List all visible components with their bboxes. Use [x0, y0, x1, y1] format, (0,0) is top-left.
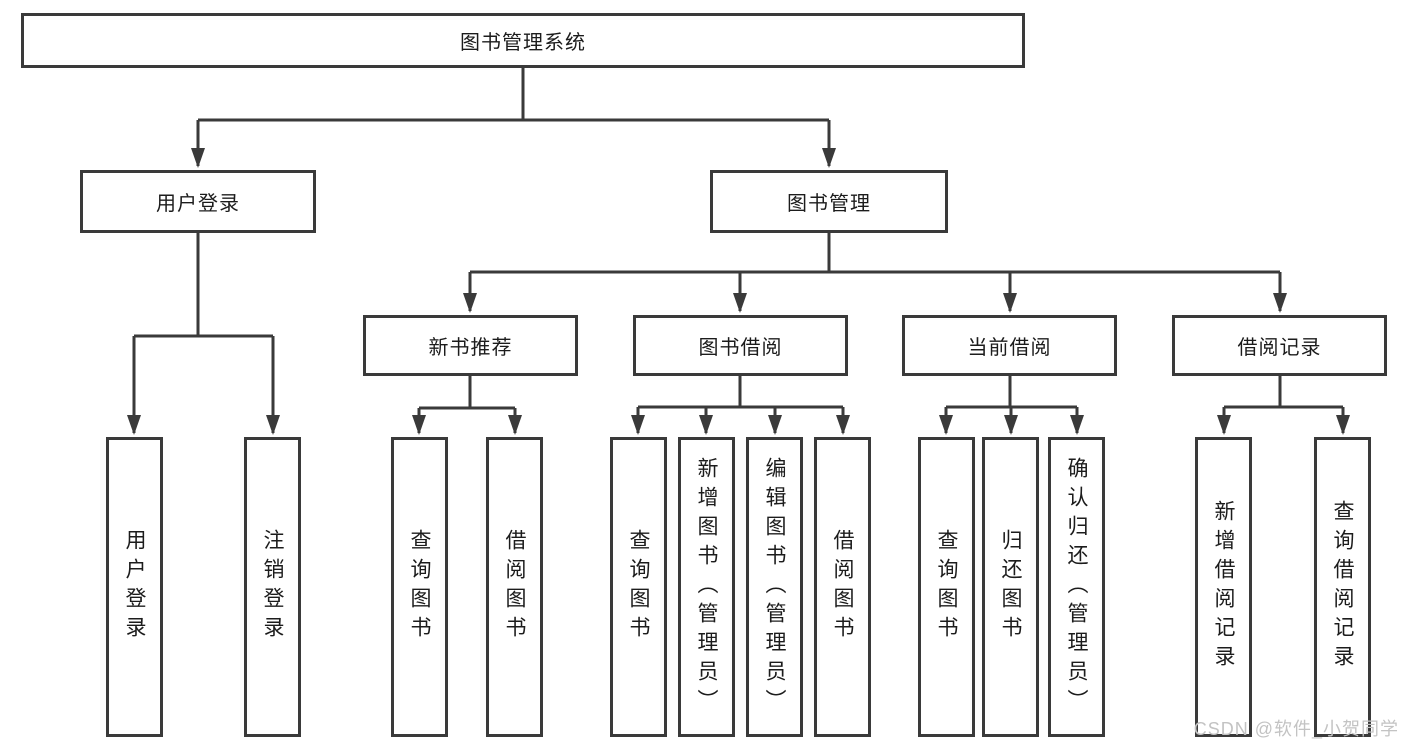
leaf-borrow-books-1: 借阅图书 — [486, 437, 543, 737]
leaf-query-books-3: 查询图书 — [918, 437, 975, 737]
node-book-borrow-label: 图书借阅 — [698, 337, 783, 359]
node-new-book-recommend-label: 新书推荐 — [428, 337, 513, 359]
node-root-label: 图书管理系统 — [460, 32, 586, 54]
leaf-query-borrow-record: 查询借阅记录 — [1314, 437, 1371, 737]
leaf-query-books-1-label: 查询图书 — [408, 529, 431, 645]
leaf-return-books: 归还图书 — [982, 437, 1039, 737]
leaf-query-books-1: 查询图书 — [391, 437, 448, 737]
leaf-edit-books-admin-label: 编辑图书（管理员） — [763, 456, 786, 718]
leaf-logout-label: 注销登录 — [261, 529, 284, 645]
leaf-query-borrow-record-label: 查询借阅记录 — [1331, 500, 1354, 674]
node-user-login: 用户登录 — [80, 170, 316, 233]
leaf-borrow-books-2: 借阅图书 — [814, 437, 871, 737]
leaf-confirm-return-admin-label: 确认归还（管理员） — [1065, 456, 1088, 718]
node-current-borrow: 当前借阅 — [902, 315, 1117, 376]
leaf-add-borrow-record: 新增借阅记录 — [1195, 437, 1252, 737]
node-book-management: 图书管理 — [710, 170, 948, 233]
leaf-confirm-return-admin: 确认归还（管理员） — [1048, 437, 1105, 737]
leaf-edit-books-admin: 编辑图书（管理员） — [746, 437, 803, 737]
leaf-return-books-label: 归还图书 — [999, 529, 1022, 645]
leaf-add-books-admin-label: 新增图书（管理员） — [695, 456, 718, 718]
leaf-query-books-2-label: 查询图书 — [627, 529, 650, 645]
leaf-add-borrow-record-label: 新增借阅记录 — [1212, 500, 1235, 674]
leaf-user-login: 用户登录 — [106, 437, 163, 737]
node-borrow-records: 借阅记录 — [1172, 315, 1387, 376]
leaf-logout: 注销登录 — [244, 437, 301, 737]
csdn-watermark: CSDN @软件_小贺同学 — [1193, 719, 1399, 739]
leaf-borrow-books-1-label: 借阅图书 — [503, 529, 526, 645]
leaf-borrow-books-2-label: 借阅图书 — [831, 529, 854, 645]
node-user-login-label: 用户登录 — [156, 193, 240, 215]
leaf-user-login-label: 用户登录 — [123, 529, 146, 645]
node-new-book-recommend: 新书推荐 — [363, 315, 578, 376]
node-book-management-label: 图书管理 — [787, 193, 871, 215]
node-root: 图书管理系统 — [21, 13, 1025, 68]
leaf-query-books-3-label: 查询图书 — [935, 529, 958, 645]
node-book-borrow: 图书借阅 — [633, 315, 848, 376]
leaf-add-books-admin: 新增图书（管理员） — [678, 437, 735, 737]
node-borrow-records-label: 借阅记录 — [1237, 337, 1322, 359]
leaf-query-books-2: 查询图书 — [610, 437, 667, 737]
node-current-borrow-label: 当前借阅 — [967, 337, 1052, 359]
